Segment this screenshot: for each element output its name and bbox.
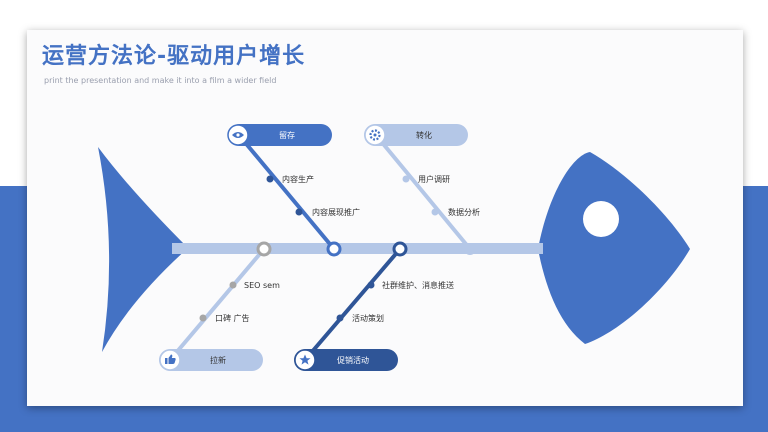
dot-convert-1 <box>402 175 410 183</box>
category-label: 转化 <box>416 130 432 140</box>
page-subtitle: print the presentation and make it into … <box>44 76 277 85</box>
item-label: SEO sem <box>244 281 280 290</box>
bone-acquire <box>168 247 266 362</box>
category-acquire: 拉新 <box>159 349 263 371</box>
item-label: 社群维护、消息推送 <box>382 280 454 290</box>
item-label: 用户调研 <box>418 174 450 184</box>
bone-convert <box>373 132 472 251</box>
fish-tail <box>98 147 188 352</box>
junction-retain <box>326 241 342 257</box>
thumbs-up-icon <box>165 354 176 364</box>
junction-promote <box>392 241 408 257</box>
dot-convert-2 <box>431 208 439 216</box>
fish-head <box>538 152 690 344</box>
dot-acquire-2 <box>199 314 207 322</box>
gear-icon <box>369 129 381 141</box>
item-label: 内容展现推广 <box>312 207 360 217</box>
item-label: 数据分析 <box>448 207 480 217</box>
dot-promote-2 <box>336 314 344 322</box>
junction-convert <box>464 243 476 255</box>
category-label: 拉新 <box>210 355 226 365</box>
dot-retain-2 <box>295 208 303 216</box>
category-label: 促销活动 <box>337 355 369 365</box>
junction-acquire <box>256 241 272 257</box>
category-convert: 转化 <box>364 124 468 146</box>
page-title: 运营方法论-驱动用户增长 <box>42 44 306 69</box>
category-label: 留存 <box>279 130 295 140</box>
fish-spine <box>172 243 543 254</box>
star-icon <box>299 354 311 365</box>
category-retain: 留存 <box>227 124 332 146</box>
dot-retain-1 <box>266 175 274 183</box>
category-promote: 促销活动 <box>294 349 398 371</box>
dot-acquire-1 <box>229 281 237 289</box>
bone-promote <box>303 247 402 362</box>
bone-retain <box>236 132 336 251</box>
item-label: 内容生产 <box>282 174 314 184</box>
item-label: 活动策划 <box>352 313 384 323</box>
eye-icon <box>232 132 244 138</box>
dot-promote-1 <box>367 281 375 289</box>
item-label: 口碑 广告 <box>215 313 250 323</box>
fish-eye <box>583 201 619 237</box>
